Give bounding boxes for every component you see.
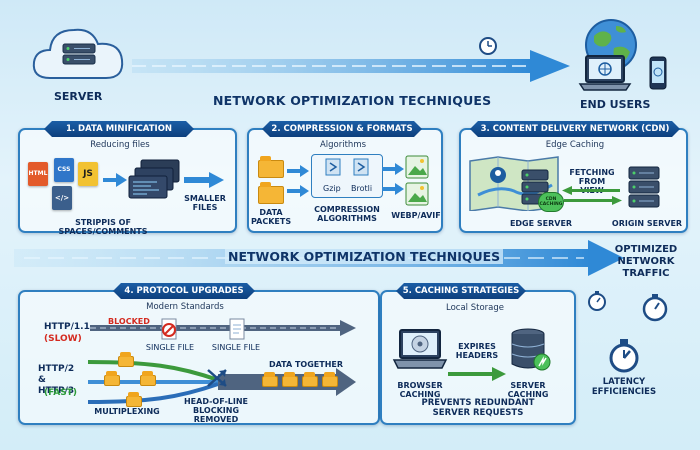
gzip-label: Gzip bbox=[323, 184, 341, 193]
panel1-result-label: SMALLER FILES bbox=[184, 194, 226, 212]
page-title: NETWORK OPTIMIZATION TECHNIQUES bbox=[213, 93, 492, 108]
cdn-arrows bbox=[562, 186, 622, 206]
stream-folder-1 bbox=[118, 352, 134, 367]
expires-label: EXPIRES HEADERS bbox=[455, 342, 499, 360]
html-file-icon: HTML bbox=[28, 162, 48, 186]
server-cache-db-icon bbox=[508, 326, 554, 374]
together-label: DATA TOGETHER bbox=[268, 360, 344, 369]
panel2-packets-label: DATA PACKETS bbox=[251, 208, 292, 226]
laptop-icon bbox=[578, 52, 632, 94]
together-folder-3 bbox=[302, 372, 318, 387]
together-folder-1 bbox=[262, 372, 278, 387]
panel3-origin-label: ORIGIN SERVER bbox=[611, 219, 683, 228]
prevents-label: PREVENTS REDUNDANT SERVER REQUESTS bbox=[421, 398, 535, 418]
js-file-icon: JS bbox=[78, 162, 98, 186]
together-folder-4 bbox=[322, 372, 338, 387]
http2-label: HTTP/2 & HTTP/3 bbox=[38, 364, 75, 396]
blocked-icon bbox=[160, 318, 180, 342]
cdn-caching-badge: CDN CACHING bbox=[538, 192, 564, 212]
panel4-subtitle: Modern Standards bbox=[146, 302, 224, 312]
optimized-traffic-label: OPTIMIZED NETWORK TRAFFIC bbox=[614, 244, 678, 279]
banner-caching: 5. CACHING STRATEGIES bbox=[396, 283, 526, 299]
panel2-arrows-in bbox=[287, 162, 311, 202]
panel1-subtitle: Reducing files bbox=[90, 140, 150, 150]
panel5-subtitle: Local Storage bbox=[446, 303, 504, 313]
banner-compression: 2. COMPRESSION & FORMATS bbox=[262, 121, 422, 137]
panel5-arrow bbox=[448, 366, 506, 381]
folder-icon-1 bbox=[258, 156, 284, 178]
code-windows-icon bbox=[127, 158, 183, 202]
stream-folder-2 bbox=[104, 371, 120, 386]
single-file-label-1: SINGLE FILE bbox=[145, 343, 195, 352]
end-users-label: END USERS bbox=[580, 98, 651, 111]
brotli-label: Brotli bbox=[351, 184, 373, 193]
panel2-subtitle: Algorithms bbox=[319, 140, 367, 150]
banner-data-minification: 1. DATA MINIFICATION bbox=[44, 121, 194, 137]
code-file-icon: </> bbox=[52, 186, 72, 210]
panel2-arrows-out bbox=[382, 160, 406, 200]
browser-cache-laptop-icon bbox=[392, 328, 448, 372]
stopwatch-icon-2 bbox=[640, 293, 670, 323]
clock-icon bbox=[478, 36, 498, 56]
banner-cdn: 3. CONTENT DELIVERY NETWORK (CDN) bbox=[470, 121, 680, 137]
http11-arrow bbox=[90, 320, 358, 336]
single-file-label-2: SINGLE FILE bbox=[211, 343, 261, 352]
stream-folder-3 bbox=[140, 371, 156, 386]
panel2-algo-label: COMPRESSION ALGORITHMS bbox=[314, 205, 380, 223]
server-cloud-icon bbox=[30, 20, 128, 84]
server-label: SERVER bbox=[54, 90, 103, 103]
single-file-icon bbox=[228, 318, 246, 340]
phone-icon bbox=[648, 56, 668, 90]
panel1-inner-arrow bbox=[103, 172, 127, 187]
panel1-result-arrow bbox=[184, 172, 224, 188]
folder-icon-2 bbox=[258, 182, 284, 204]
panel1-strip-label: STRIPPIS OF SPACES/COMMENTS bbox=[58, 218, 148, 236]
top-flow-arrow bbox=[132, 48, 572, 88]
server-caching-label: SERVER CACHING bbox=[507, 381, 549, 399]
panel3-edge-label: EDGE SERVER bbox=[509, 219, 573, 228]
image-file-icon-2 bbox=[405, 182, 429, 206]
http11-slow-label: (SLOW) bbox=[44, 334, 82, 344]
image-file-icon-1 bbox=[405, 155, 429, 179]
hol-label: HEAD-OF-LINE BLOCKING REMOVED bbox=[183, 397, 249, 424]
browser-caching-label: BROWSER CACHING bbox=[397, 381, 443, 399]
panel-protocol-upgrades bbox=[18, 290, 380, 425]
multiplexing-label: MULTIPLEXING bbox=[94, 407, 160, 416]
blocked-label: BLOCKED bbox=[108, 317, 150, 326]
stopwatch-icon-1 bbox=[586, 290, 608, 312]
http11-label: HTTP/1.1 bbox=[44, 322, 90, 332]
origin-server-icon bbox=[626, 165, 662, 209]
together-folder-2 bbox=[282, 372, 298, 387]
cdn-caching-badge-text: CDN CACHING bbox=[539, 197, 563, 207]
panel2-format-label: WEBP/AVIF bbox=[391, 211, 441, 220]
compression-box bbox=[311, 154, 383, 198]
latency-label: LATENCY EFFICIENCIES bbox=[591, 377, 657, 397]
panel3-subtitle: Edge Caching bbox=[545, 140, 605, 150]
css-file-icon: CSS bbox=[54, 158, 74, 182]
stream-folder-4 bbox=[126, 392, 142, 407]
stopwatch-icon-3 bbox=[606, 338, 642, 374]
middle-title: NETWORK OPTIMIZATION TECHNIQUES bbox=[225, 249, 504, 264]
http2-fast-label: (FAST) bbox=[44, 388, 77, 398]
crossed-arrows-icon bbox=[205, 366, 229, 390]
banner-protocol-upgrades: 4. PROTOCOL UPGRADES bbox=[113, 283, 255, 299]
